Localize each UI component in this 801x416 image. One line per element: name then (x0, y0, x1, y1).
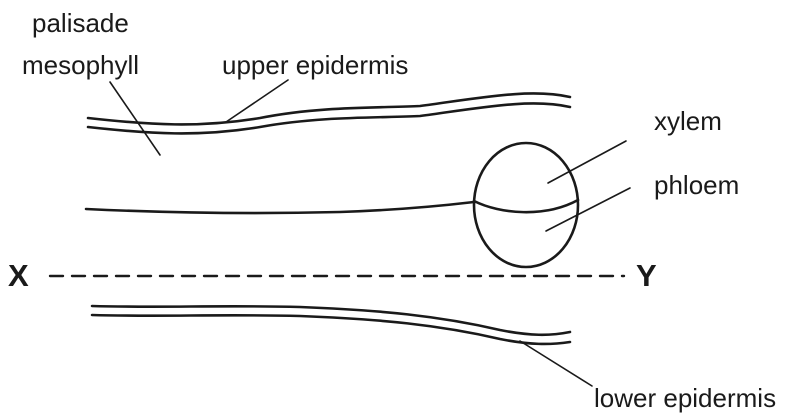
phloem-label: phloem (654, 170, 739, 200)
lower-epidermis-label: lower epidermis (594, 383, 776, 413)
xylem-label: xylem (654, 106, 722, 136)
lower-epidermis-leader-line (520, 341, 592, 386)
palisade-leader-line (110, 82, 160, 155)
x-label: X (8, 259, 29, 293)
xylem-phloem-divider (474, 200, 578, 212)
upper-epidermis-inner-line (88, 103, 570, 133)
bundle-connecting-line (86, 202, 474, 213)
xylem-leader-line (548, 141, 626, 183)
y-label: Y (636, 259, 657, 293)
palisade-label-line1: palisade (32, 8, 129, 38)
lower-epidermis-upper-line (92, 306, 570, 335)
upper-epidermis-label: upper epidermis (222, 50, 408, 80)
vascular-bundle-outline (474, 143, 578, 267)
palisade-label-line2: mesophyll (22, 50, 139, 80)
phloem-leader-line (546, 188, 630, 231)
